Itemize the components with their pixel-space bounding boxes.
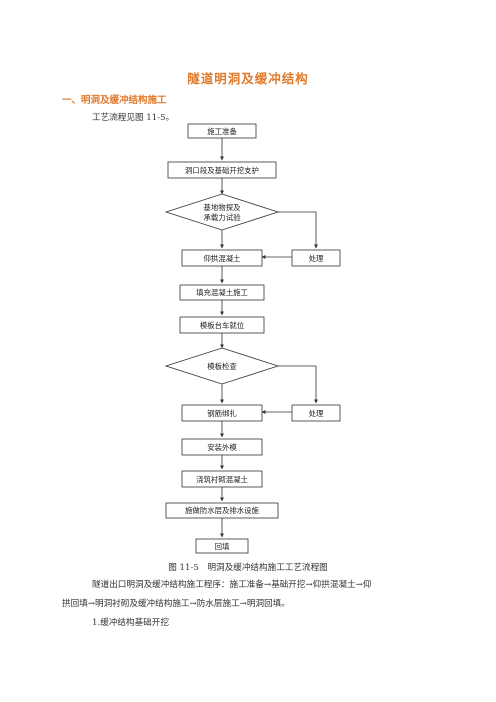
svg-text:回填: 回填 <box>215 542 230 551</box>
list-item-1: 1.缓冲结构基础开挖 <box>92 618 169 628</box>
node-step4: 模板台车就位 <box>179 316 265 334</box>
section-heading: 一、明洞及缓冲结构施工 <box>62 95 167 106</box>
svg-text:安装外模: 安装外模 <box>207 443 237 452</box>
svg-text:处理: 处理 <box>309 254 324 263</box>
svg-text:承载力试验: 承载力试验 <box>204 213 242 222</box>
node-start: 施工准备 <box>187 123 257 139</box>
node-step1: 洞口段及基础开挖支护 <box>167 161 277 179</box>
svg-text:基地物探及: 基地物探及 <box>204 203 242 212</box>
node-decision1: 基地物探及 承载力试验 <box>164 193 280 231</box>
paragraph-line-1: 隧道出口明洞及缓冲结构施工程序：施工准备→基础开挖→仰拱混凝土→仰 <box>92 580 372 590</box>
node-step3: 填充混凝土施工 <box>179 284 265 301</box>
svg-text:仰拱混凝土: 仰拱混凝土 <box>204 254 241 263</box>
node-step7: 浇筑衬砌混凝土 <box>181 470 263 488</box>
paragraph-line-2: 拱回填→明洞衬砌及缓冲结构施工→防水层施工→明洞回填。 <box>62 599 290 609</box>
page-title: 隧道明洞及缓冲结构 <box>187 71 309 86</box>
node-decision2: 模板检查 <box>164 347 280 385</box>
svg-text:施做防水层及排水设施: 施做防水层及排水设施 <box>185 506 260 515</box>
node-step2: 仰拱混凝土 <box>181 249 263 267</box>
svg-text:钢筋绑扎: 钢筋绑扎 <box>207 409 237 418</box>
node-step6: 安装外模 <box>181 438 263 456</box>
node-side1: 处理 <box>291 249 341 267</box>
node-step8: 施做防水层及排水设施 <box>165 502 279 519</box>
figure-caption: 图 11-5 明洞及缓冲结构施工工艺流程图 <box>168 563 328 573</box>
svg-text:处理: 处理 <box>309 409 324 418</box>
svg-text:模板台车就位: 模板台车就位 <box>200 321 245 330</box>
intro-text: 工艺流程见图 11-5。 <box>92 113 175 123</box>
svg-text:洞口段及基础开挖支护: 洞口段及基础开挖支护 <box>185 166 259 175</box>
node-end: 回填 <box>195 538 249 554</box>
svg-text:浇筑衬砌混凝土: 浇筑衬砌混凝土 <box>196 475 248 484</box>
svg-text:填充混凝土施工: 填充混凝土施工 <box>196 288 248 297</box>
svg-text:施工准备: 施工准备 <box>207 127 237 136</box>
node-side2: 处理 <box>291 404 341 422</box>
svg-text:模板检查: 模板检查 <box>207 362 237 371</box>
node-step5: 钢筋绑扎 <box>181 404 263 422</box>
